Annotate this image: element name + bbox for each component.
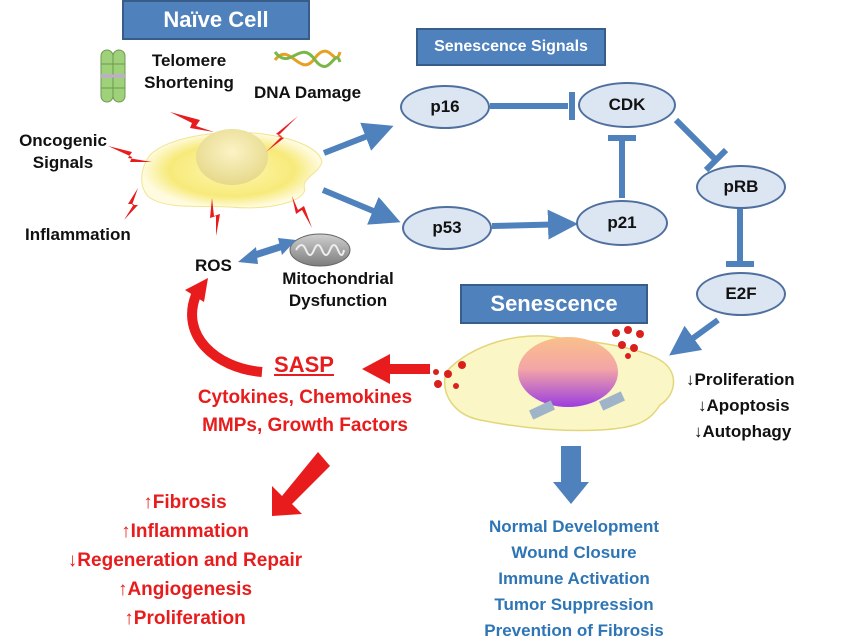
senescence-to-sasp-arrow xyxy=(362,354,430,384)
beneficial-outcomes: Normal Development Wound Closure Immune … xyxy=(466,514,682,644)
node-cdk: CDK xyxy=(578,82,676,128)
ros-label: ROS xyxy=(195,256,232,275)
naive-cell-title: Naïve Cell xyxy=(122,0,310,40)
sasp-to-ros-curved-arrow xyxy=(185,278,263,377)
sasp-components: Cytokines, Chemokines MMPs, Growth Facto… xyxy=(180,384,430,440)
sasp-outcomes-arrow xyxy=(272,452,330,516)
pathway-arrows xyxy=(321,92,754,356)
oncogenic-label-line: Signals xyxy=(32,153,94,172)
outcome-angiogenesis: ↑Angiogenesis xyxy=(117,579,253,600)
beneficial-outcomes-arrow xyxy=(553,446,589,504)
dna-helix-icon xyxy=(273,49,342,68)
sasp-title: SASP xyxy=(274,352,334,377)
senescence-title: Senescence xyxy=(460,284,648,324)
senescence-signals-title: Senescence Signals xyxy=(416,28,606,66)
node-prb: pRB xyxy=(696,165,786,209)
mitochondria-icon xyxy=(289,233,351,267)
node-p16: p16 xyxy=(400,85,490,129)
lightning-icon xyxy=(170,112,214,132)
oncogenic-label-line: Oncogenic xyxy=(19,131,107,150)
lightning-icon xyxy=(292,196,312,228)
outcome-immune-activation: Immune Activation xyxy=(498,569,650,588)
node-p53: p53 xyxy=(402,206,492,250)
outcome-regeneration: ↓Regeneration and Repair xyxy=(67,550,303,571)
dna-damage-label: DNA Damage xyxy=(254,83,362,102)
naive-nucleus xyxy=(196,129,268,185)
outcome-inflammation: ↑Inflammation xyxy=(121,521,249,542)
telomere-label-line: Shortening xyxy=(144,73,234,92)
outcome-proliferation: ↑Proliferation xyxy=(124,608,246,629)
sasp-line: MMPs, Growth Factors xyxy=(202,415,408,436)
outcome-development: Normal Development xyxy=(488,517,660,536)
sasp-outcomes: ↑Fibrosis ↑Inflammation ↓Regeneration an… xyxy=(40,488,330,633)
outcome-tumor-suppression: Tumor Suppression xyxy=(494,595,654,614)
sasp-line: Cytokines, Chemokines xyxy=(197,387,413,408)
effect-autophagy: ↓Autophagy xyxy=(694,422,792,441)
stress-bolts xyxy=(108,112,312,236)
naive-cell xyxy=(141,129,323,209)
effect-apoptosis: ↓Apoptosis xyxy=(698,396,790,415)
senescent-nucleus xyxy=(518,337,618,407)
mito-label-line: Mitochondrial xyxy=(282,269,394,288)
node-p21: p21 xyxy=(576,200,668,246)
telomere-label: Telomere Shortening xyxy=(136,50,242,94)
sasp-secretion-dots xyxy=(433,326,644,389)
lightning-icon xyxy=(210,198,220,236)
lightning-icon xyxy=(124,188,138,220)
outcome-fibrosis-prevention: Prevention of Fibrosis xyxy=(484,621,664,640)
mito-label-line: Dysfunction xyxy=(288,291,388,310)
mito-label: Mitochondrial Dysfunction xyxy=(268,268,408,312)
effect-proliferation: ↓Proliferation xyxy=(686,370,795,389)
senescence-effects: ↓Proliferation ↓Apoptosis ↓Autophagy xyxy=(686,367,795,445)
outcome-fibrosis: ↑Fibrosis xyxy=(143,492,227,513)
outcome-wound-closure: Wound Closure xyxy=(511,543,637,562)
lightning-icon xyxy=(108,146,152,162)
chromosome-icon xyxy=(100,49,126,103)
node-e2f: E2F xyxy=(696,272,786,316)
oncogenic-label: Oncogenic Signals xyxy=(8,130,118,174)
senescent-cell xyxy=(444,335,675,432)
telomere-label-line: Telomere xyxy=(151,51,227,70)
ros-mito-arrow xyxy=(238,238,296,264)
inflammation-label: Inflammation xyxy=(25,225,131,244)
